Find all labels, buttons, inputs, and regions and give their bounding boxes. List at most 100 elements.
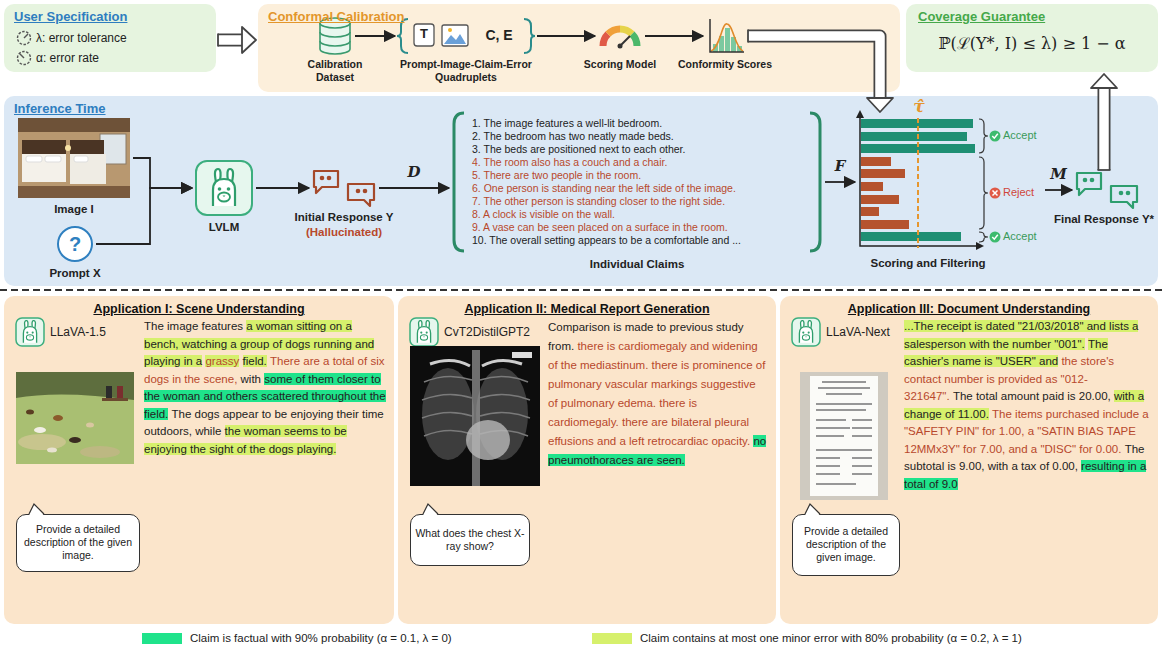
reject-label: Reject (1003, 186, 1043, 199)
text-wrap: LLaVA-1.5 (50, 325, 140, 339)
response-segment: The total amount paid is 20.00, (953, 390, 1111, 402)
node-text: ? (59, 233, 91, 255)
response-segment: The image features (144, 320, 243, 332)
claims-group: 1. The image features a well-lit bedroom… (452, 112, 822, 252)
node-text: Image I (18, 202, 130, 216)
edge-label: M (1048, 165, 1069, 183)
quadruplet-group: TC, EPrompt-Image-Claim-Error Quadruplet… (398, 18, 534, 54)
accept-label: Accept (1003, 230, 1043, 243)
text-wrap: Individual Claims (452, 257, 822, 271)
label-wrap: τ̂ (906, 96, 932, 116)
text-wrap: Initial Response Y (284, 210, 404, 224)
node-text: CvT2DistilGPT2 (444, 325, 554, 339)
node-text: ℙ(ℒ(Y*, I) ≤ λ) ≥ 1 − α (906, 34, 1158, 53)
panel-heading: Conformal Calibration (268, 9, 518, 24)
text-wrap: Prompt X (35, 266, 115, 280)
text-wrap: Scoring and Filtering (858, 256, 998, 270)
node-text: Provide a detailed description of the gi… (21, 523, 135, 562)
legend-swatch (142, 633, 182, 644)
node-text: Calibration Dataset (292, 58, 378, 84)
text-wrap: Conformal Calibration (268, 9, 518, 24)
text-wrap: 9. A vase can be seen placed on a surfac… (472, 221, 812, 234)
response-segment: field. (243, 355, 267, 367)
prompt-icon: ?Prompt X (57, 226, 93, 262)
hollow-arrow-head (1091, 74, 1117, 88)
hollow-arrow-tail (217, 34, 219, 47)
node-text: 3. The beds are positioned next to each … (472, 143, 812, 156)
node-text: 7. The other person is standing closer t… (472, 195, 812, 208)
legend-text: Claim contains at most one minor error w… (640, 631, 1022, 645)
node-text: Provide a detailed description of the gi… (797, 525, 895, 564)
node-text: 10. The overall setting appears to be a … (472, 234, 812, 247)
text-wrap: T (414, 26, 434, 41)
text-wrap: 4. The room also has a couch and a chair… (472, 156, 812, 169)
text-wrap: 7. The other person is standing closer t… (472, 195, 812, 208)
text-wrap: Provide a detailed description of the gi… (797, 525, 895, 564)
text-wrap: 1. The image features a well-lit bedroom… (472, 117, 812, 130)
node-text: What does the chest X-ray show? (415, 527, 525, 553)
calibration-panel: Conformal CalibrationCalibration Dataset… (258, 4, 900, 92)
text-wrap: Inference Time (14, 101, 214, 116)
text-wrap: User Specification (14, 9, 204, 24)
legend-text-wrap: Claim is factual with 90% probability (α… (190, 631, 452, 645)
response-paragraph: Comparison is made to previous study fro… (548, 318, 768, 470)
text-wrap: Provide a detailed description of the gi… (21, 523, 135, 562)
edge-label-wrap: F (824, 157, 856, 175)
node-text: Conformity Scores (665, 58, 785, 71)
edge-label: F (833, 157, 848, 175)
hollow-arrow-fill (218, 35, 243, 45)
edge-label-wrap: M (1043, 165, 1075, 183)
text-wrap: 6. One person is standing near the left … (472, 182, 812, 195)
text-wrap: α: error rate (36, 51, 211, 65)
text-wrap: Application II: Medical Report Generatio… (398, 302, 776, 316)
final-response-icon: Final Response Y* (1075, 172, 1133, 208)
text-wrap: Conformity Scores (665, 58, 785, 71)
prompt-bubble: Provide a detailed description of the gi… (16, 514, 140, 572)
text-wrap: C, E (472, 27, 526, 44)
edge-label: D (405, 163, 422, 181)
guarantee-panel: Coverage Guaranteeℙ(ℒ(Y*, I) ≤ λ) ≥ 1 − … (906, 4, 1158, 72)
panel-heading: Coverage Guarantee (918, 9, 1138, 24)
text-wrap: λ: error tolerance (36, 31, 211, 45)
legend-swatch (592, 633, 632, 644)
scoring-model-icon: Scoring Model (598, 20, 642, 52)
text-wrap: 10. The overall setting appears to be a … (472, 234, 812, 247)
application-panel: Application I: Scene UnderstandingLLaVA-… (4, 296, 394, 624)
text-wrap: Coverage Guarantee (918, 9, 1138, 24)
text-wrap: Final Response Y* (1049, 212, 1159, 226)
legend-text: Claim is factual with 90% probability (α… (190, 631, 452, 645)
inference-panel: Inference TimeImage I?Prompt XLVLMInitia… (4, 96, 1158, 286)
panel-heading: Application III: Document Understanding (780, 302, 1158, 316)
node-text: 1. The image features a well-lit bedroom… (472, 117, 812, 130)
node-text: 9. A vase can be seen placed on a surfac… (472, 221, 812, 234)
node-text: (Hallucinated) (284, 225, 404, 239)
node-text: LLaVA-1.5 (50, 325, 140, 339)
lvlm-box: LVLM (195, 160, 253, 216)
panel-heading: Application I: Scene Understanding (4, 302, 394, 316)
hollow-arrow-outline (218, 34, 243, 47)
panel-heading: User Specification (14, 9, 204, 24)
node-text: 2. The bedroom has two neatly made beds. (472, 130, 812, 143)
node-text: Prompt-Image-Claim-Error Quadruplets (386, 58, 546, 84)
text-wrap: ℙ(ℒ(Y*, I) ≤ λ) ≥ 1 − α (906, 34, 1158, 53)
text-wrap: 8. A clock is visible on the wall. (472, 208, 812, 221)
label-wrap: Accept (1003, 230, 1043, 243)
panel-heading: Inference Time (14, 101, 214, 116)
node-text: 8. A clock is visible on the wall. (472, 208, 812, 221)
node-text: 5. There are two people in the room. (472, 169, 812, 182)
prompt-bubble: Provide a detailed description of the gi… (792, 514, 900, 576)
initial-response-icon: Initial Response Y(Hallucinated) (312, 170, 376, 206)
node-text: Prompt X (35, 266, 115, 280)
response-paragraph: ...The receipt is dated "21/03/2018" and… (904, 318, 1152, 493)
node-text: Scoring Model (570, 58, 670, 71)
text-wrap: ? (59, 233, 91, 255)
text-wrap: Prompt-Image-Claim-Error Quadruplets (386, 58, 546, 84)
application-panel: Application II: Medical Report Generatio… (398, 296, 776, 624)
text-wrap: Calibration Dataset (292, 58, 378, 84)
hollow-arrow (218, 27, 256, 53)
node-text: λ: error tolerance (36, 31, 211, 45)
label-wrap: Accept (1003, 129, 1043, 142)
spec-panel: User Specification λ: error tolerance α: e… (4, 4, 216, 72)
hollow-arrow-head (242, 27, 256, 53)
node-text: LVLM (174, 220, 274, 234)
